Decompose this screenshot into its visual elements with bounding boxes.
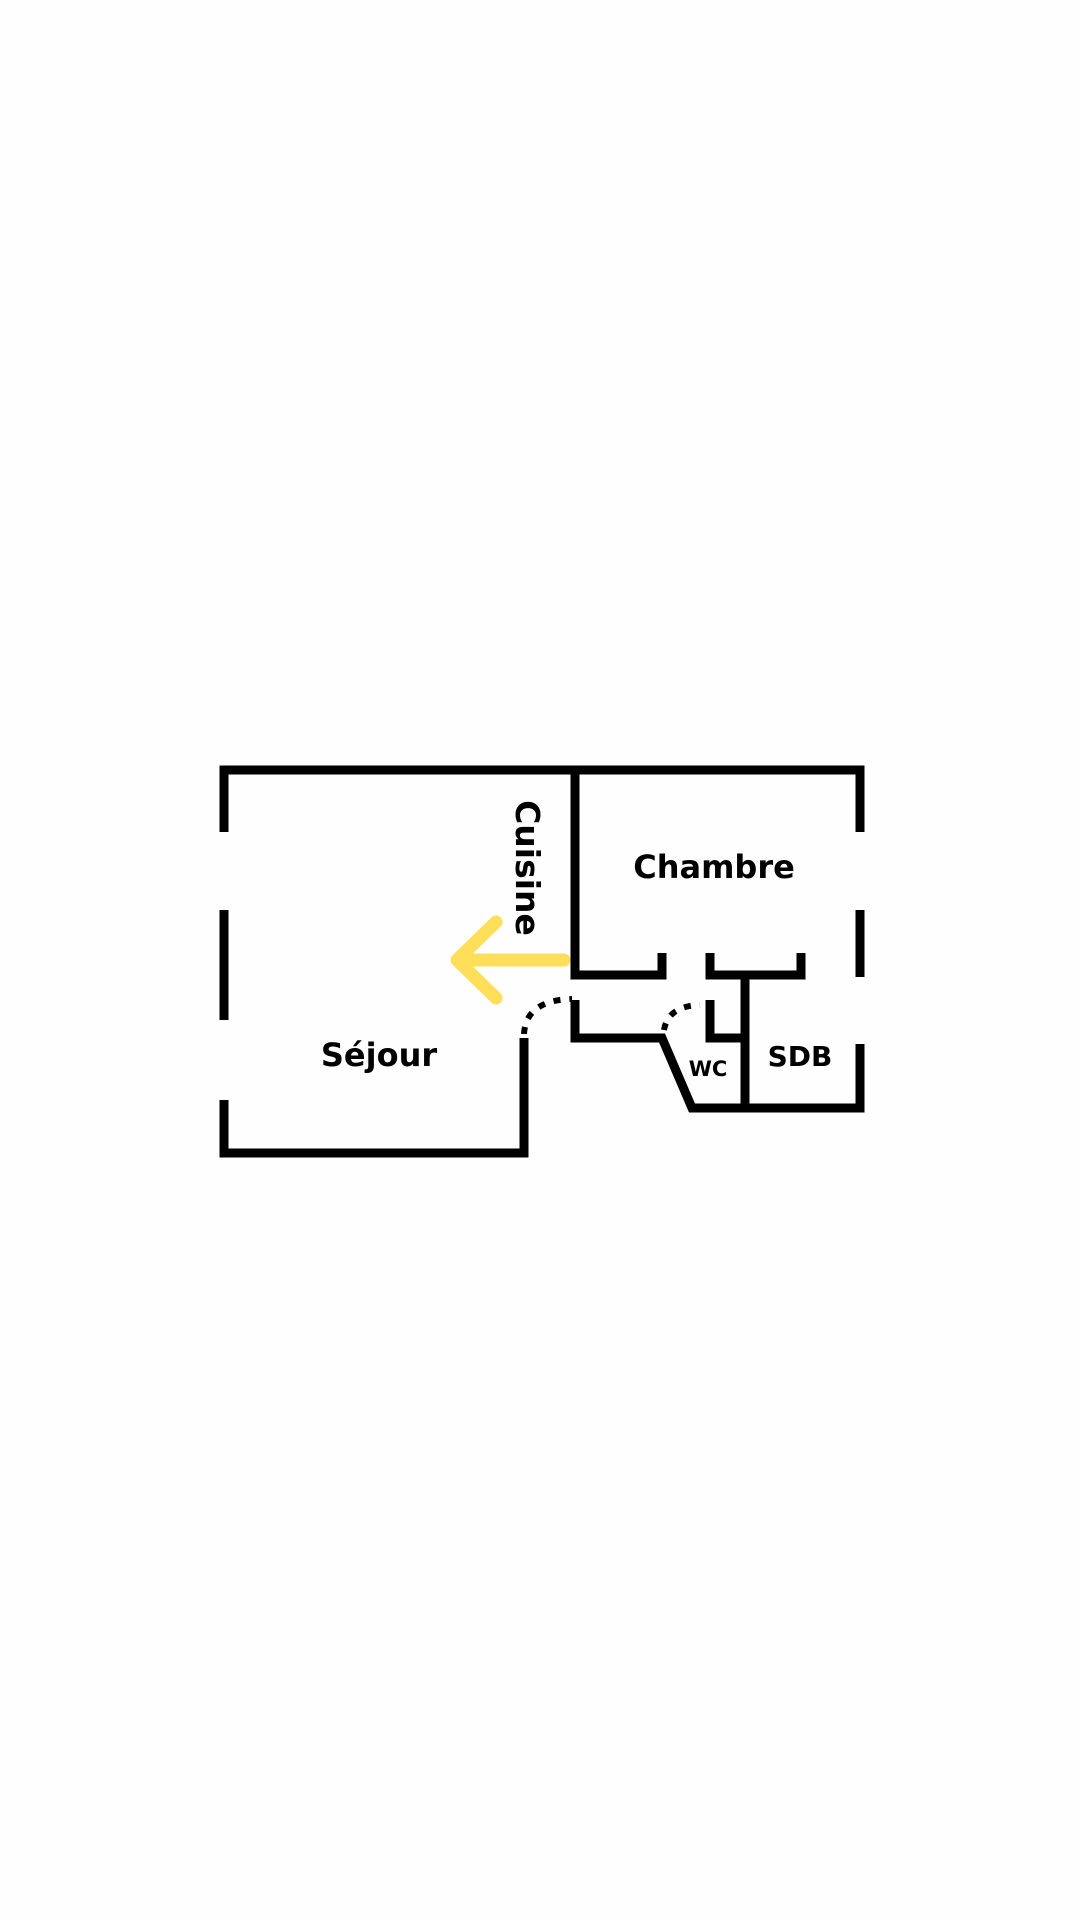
room-label-bathroom: SDB: [768, 1040, 833, 1073]
wc-door-swing: [661, 1002, 701, 1031]
wc-inner-wall: [705, 1000, 745, 1043]
room-label-living: Séjour: [321, 1036, 437, 1074]
bedroom-bathroom-wall: [705, 953, 806, 980]
outer-top-wall: [219, 765, 865, 832]
room-label-wc: WC: [689, 1057, 728, 1081]
room-label-bedroom: Chambre: [633, 848, 795, 886]
entrance-door-swing: [521, 996, 573, 1035]
room-label-kitchen: Cuisine: [508, 800, 547, 936]
kitchen-bedroom-wall: [570, 770, 667, 980]
living-bottom-wall: [219, 1038, 529, 1158]
direction-arrow-icon: [450, 915, 571, 1005]
right-bottom-wall: [570, 1000, 865, 1113]
walls: [219, 765, 865, 1158]
